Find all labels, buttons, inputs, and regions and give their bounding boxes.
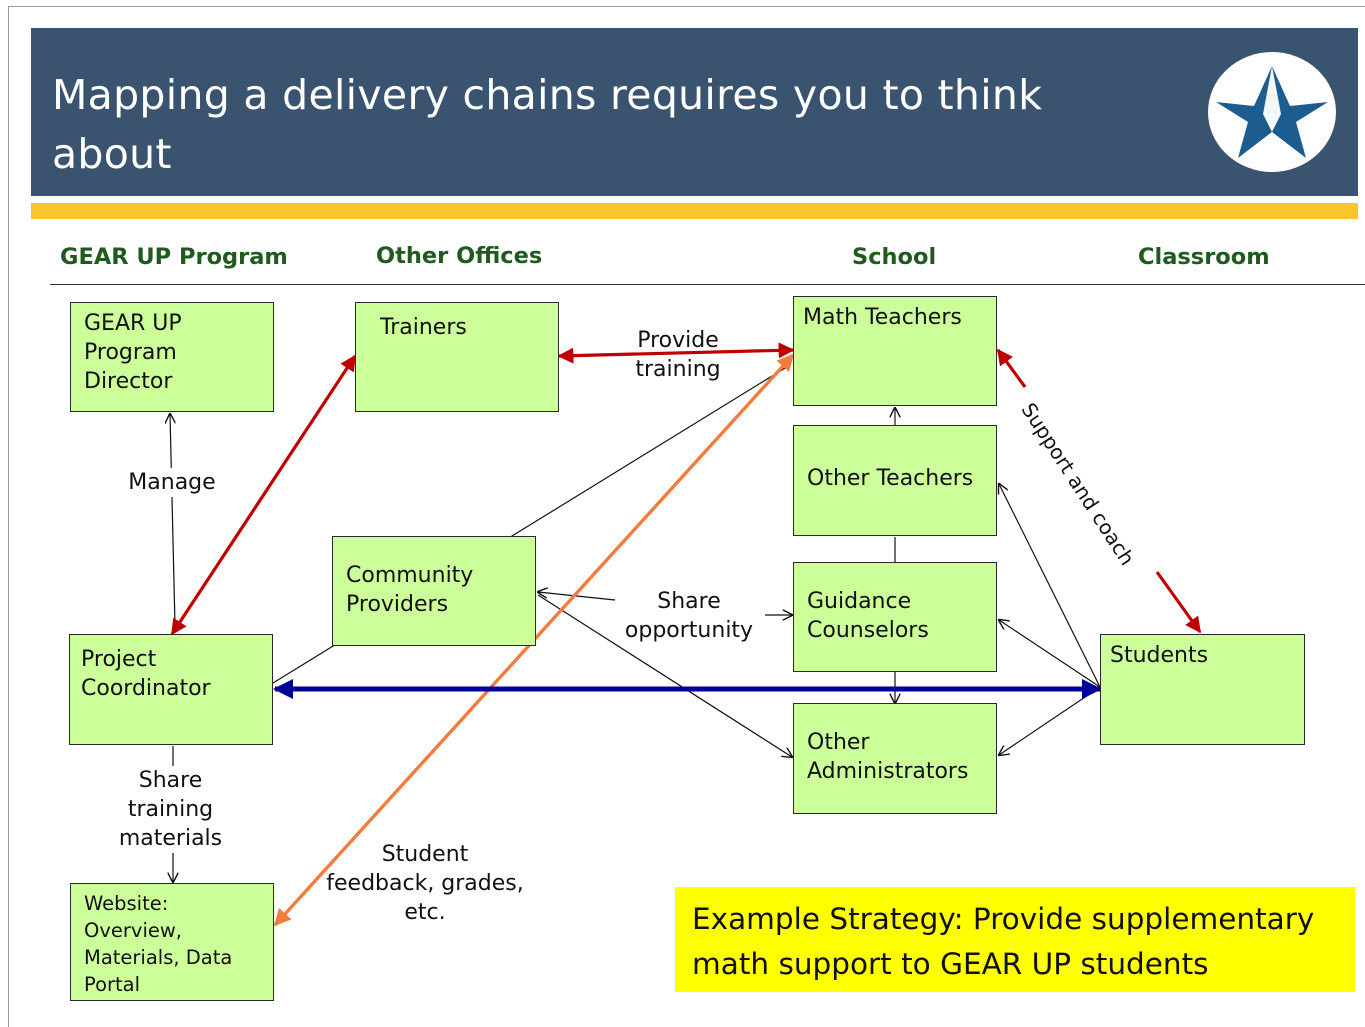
star-icon	[1216, 66, 1328, 158]
edge-support-coach-top	[996, 348, 1027, 388]
label-student-feedback: Student feedback, grades, etc.	[326, 842, 524, 925]
node-community-providers: Community Providers	[332, 536, 536, 646]
edge-students-to-admins	[999, 686, 1101, 755]
node-students: Students	[1100, 634, 1305, 745]
label-manage: Manage	[118, 468, 226, 497]
edge-students-to-guidance	[999, 620, 1101, 688]
edge-students-to-other-teachers	[999, 484, 1101, 688]
slide-title: Mapping a delivery chains requires you t…	[52, 71, 1043, 237]
label-share-training-materials: Share training materials	[108, 766, 233, 853]
example-strategy-callout: Example Strategy: Provide supplementary …	[675, 887, 1355, 992]
edge-manage	[170, 414, 175, 626]
gold-divider	[31, 203, 1358, 219]
header-rule	[50, 284, 1365, 285]
node-gear-up-director: GEAR UP Program Director	[70, 302, 274, 412]
label-provide-training: Provide training	[635, 328, 721, 382]
node-website: Website: Overview, Materials, Data Porta…	[70, 883, 274, 1001]
node-math-teachers: Math Teachers	[793, 296, 997, 406]
node-other-administrators: Other Administrators	[793, 703, 997, 814]
connector-layer	[0, 342, 1202, 927]
node-project-coordinator: Project Coordinator	[69, 634, 273, 745]
node-trainers: Trainers	[355, 302, 559, 412]
slide-frame	[8, 6, 1365, 1027]
label-share-opportunity: Share opportunity	[618, 587, 760, 645]
title-bar	[31, 28, 1358, 196]
column-header-school: School	[852, 244, 937, 270]
node-other-teachers: Other Teachers	[793, 425, 997, 536]
column-header-offices: Other Offices	[376, 243, 543, 269]
column-header-program: GEAR UP Program	[60, 244, 288, 270]
edge-support-coach-bottom	[1155, 571, 1202, 634]
node-guidance-counselors: Guidance Counselors	[793, 562, 997, 672]
column-header-classroom: Classroom	[1138, 244, 1270, 270]
logo	[1208, 52, 1336, 172]
